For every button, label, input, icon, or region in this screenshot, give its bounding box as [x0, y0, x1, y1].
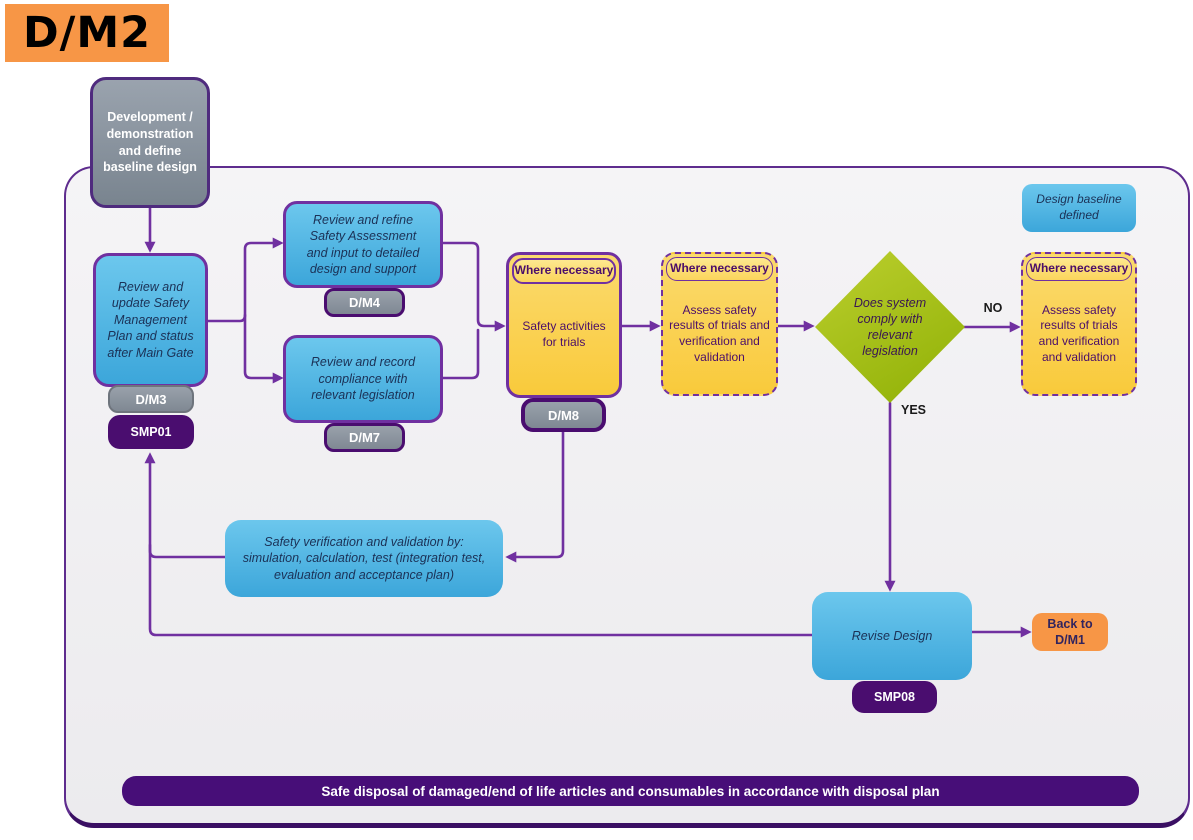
decision-label: Does system comply with relevant legisla… [853, 295, 927, 359]
process-boundary [64, 166, 1190, 828]
review-record-node: Review and record compliance with releva… [283, 335, 443, 423]
assess-results-mid-label: Assess safety results of trials and veri… [669, 302, 770, 364]
yes-edge-label: YES [901, 403, 927, 417]
review-update-node: Review and update Safety Management Plan… [93, 253, 208, 387]
safety-verification-node: Safety verification and validation by: s… [225, 520, 503, 597]
disposal-banner: Safe disposal of damaged/end of life art… [122, 776, 1139, 806]
safety-activities-label: Safety activities for trials [522, 319, 606, 349]
development-node: Development / demonstration and define b… [90, 77, 210, 208]
where-necessary-header: Where necessary [512, 258, 616, 284]
assess-results-right-node: Where necessary Assess safety results of… [1021, 252, 1137, 396]
where-necessary-header: Where necessary [666, 257, 773, 281]
back-to-dm1-node: Back to D/M1 [1032, 613, 1108, 651]
dm4-tag: D/M4 [324, 288, 405, 317]
design-baseline-node: Design baseline defined [1022, 184, 1136, 232]
review-refine-node: Review and refine Safety Assessment and … [283, 201, 443, 288]
where-necessary-header: Where necessary [1026, 257, 1132, 281]
dm7-tag: D/M7 [324, 423, 405, 452]
smp01-tag: SMP01 [108, 415, 194, 449]
dm8-tag: D/M8 [521, 398, 606, 432]
no-edge-label: NO [983, 301, 1003, 315]
back-to-dm1-label: Back to D/M1 [1047, 616, 1093, 647]
dm3-tag: D/M3 [108, 385, 194, 413]
assess-results-mid-node: Where necessary Assess safety results of… [661, 252, 778, 396]
smp08-tag: SMP08 [852, 681, 937, 713]
safety-activities-node: Where necessary Safety activities for tr… [506, 252, 622, 398]
revise-design-node: Revise Design [812, 592, 972, 680]
process-title: D/M2 [5, 4, 169, 62]
assess-results-right-label: Assess safety results of trials and veri… [1038, 302, 1120, 364]
